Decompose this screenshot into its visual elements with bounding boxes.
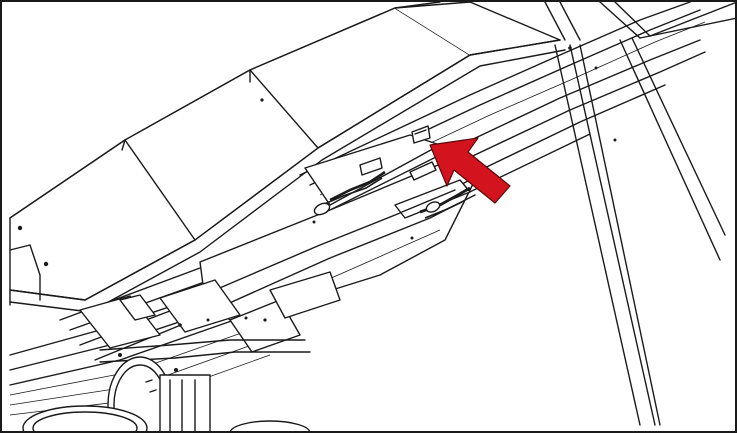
hopper-body [9,1,566,313]
lower-frame [79,271,341,372]
wheels [22,356,311,433]
tray-assembly [199,125,481,321]
arrow-icon [429,137,511,204]
frame-posts [544,1,737,426]
